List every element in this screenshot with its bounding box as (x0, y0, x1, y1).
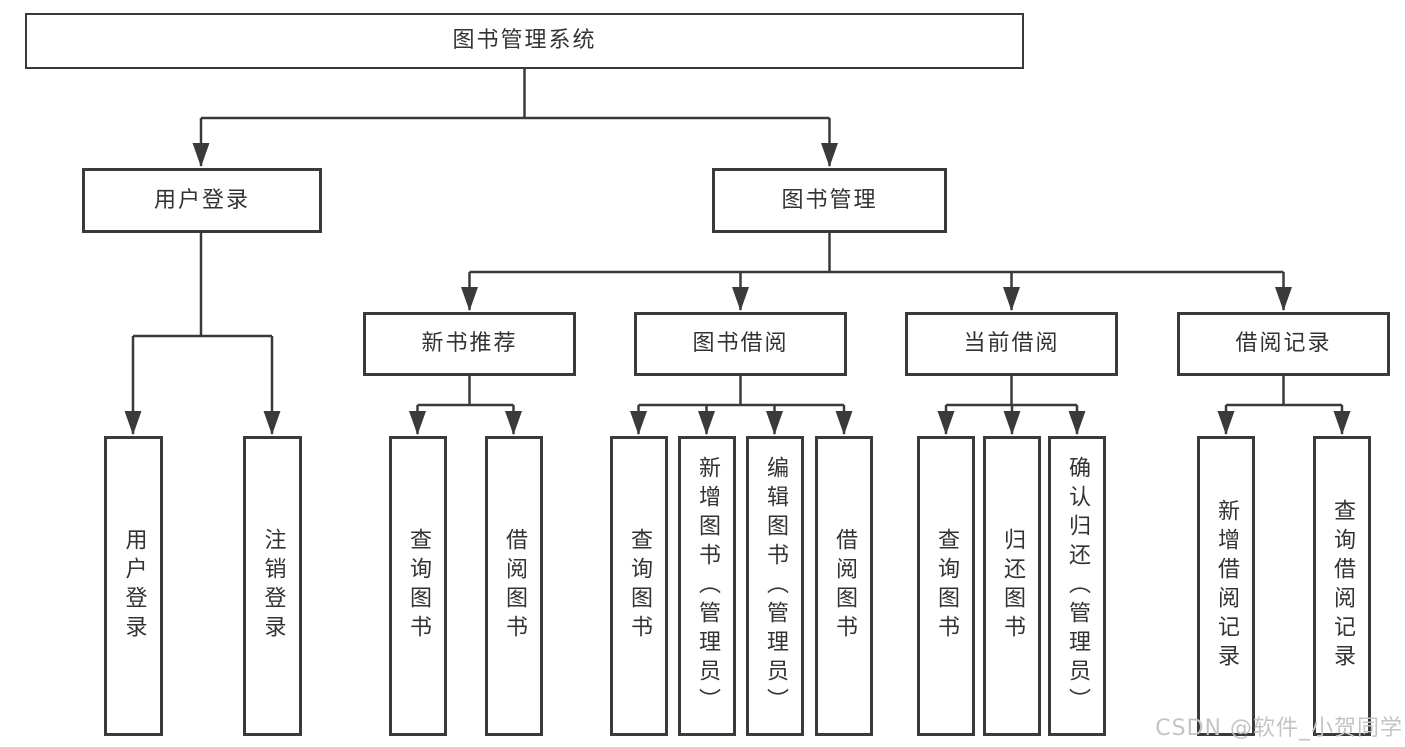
leaf-bb-query-books: 查询图书 (610, 436, 668, 736)
leaf-cb-return-books: 归还图书 (983, 436, 1041, 736)
leaf-nbr-query-books: 查询图书 (389, 436, 447, 736)
leaf-logout-login: 注销登录 (243, 436, 302, 736)
node-user-login: 用户登录 (82, 168, 322, 233)
leaf-user-login: 用户登录 (104, 436, 163, 736)
leaf-br-add-borrow-record: 新增借阅记录 (1197, 436, 1255, 736)
node-library-management-system: 图书管理系统 (25, 13, 1024, 69)
node-book-management: 图书管理 (712, 168, 947, 233)
csdn-watermark: CSDN @软件_小贺同学 (1155, 716, 1403, 741)
node-new-book-recommendation: 新书推荐 (363, 312, 576, 376)
node-book-borrowing: 图书借阅 (634, 312, 847, 376)
leaf-nbr-borrow-books: 借阅图书 (485, 436, 543, 736)
leaf-br-query-borrow-record: 查询借阅记录 (1313, 436, 1371, 736)
leaf-bb-borrow-books: 借阅图书 (815, 436, 873, 736)
leaf-bb-add-book-admin: 新增图书（管理员） (678, 436, 736, 736)
leaf-bb-edit-book-admin: 编辑图书（管理员） (746, 436, 804, 736)
leaf-cb-confirm-return-admin: 确认归还（管理员） (1048, 436, 1106, 736)
leaf-cb-query-books: 查询图书 (917, 436, 975, 736)
node-current-borrowing: 当前借阅 (905, 312, 1118, 376)
node-borrowing-records: 借阅记录 (1177, 312, 1390, 376)
